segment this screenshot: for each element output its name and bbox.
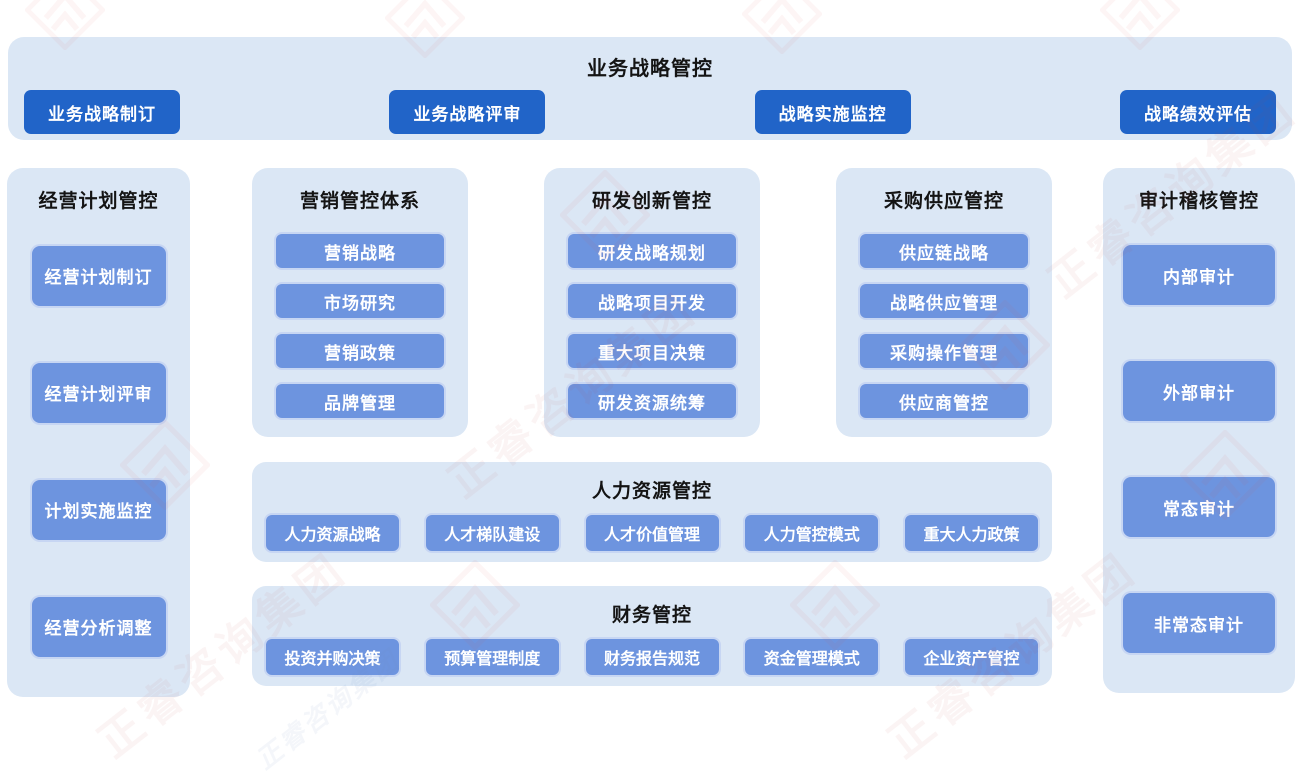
procurement-nodes: 供应链战略 战略供应管理 采购操作管理 供应商管控: [858, 232, 1030, 420]
node-marketing-strategy: 营销战略: [274, 232, 446, 270]
node-hr-control-model: 人力管控模式: [743, 513, 881, 553]
node-major-project-decision: 重大项目决策: [566, 332, 738, 370]
panel-business-strategy-title: 业务战略管控: [587, 58, 713, 80]
hr-nodes: 人力资源战略 人才梯队建设 人才价值管理 人力管控模式 重大人力政策: [252, 513, 1052, 553]
node-rnd-resource-coordination: 研发资源统筹: [566, 382, 738, 420]
node-internal-audit: 内部审计: [1121, 243, 1277, 307]
node-talent-pipeline-building: 人才梯队建设: [423, 513, 561, 553]
panel-marketing: 营销管控体系 营销战略 市场研究 营销政策 品牌管理: [252, 168, 468, 437]
node-procurement-operation-management: 采购操作管理: [858, 332, 1030, 370]
node-plan-implementation-monitoring: 计划实施监控: [29, 477, 168, 542]
node-strategic-project-development: 战略项目开发: [566, 282, 738, 320]
audit-nodes: 内部审计 外部审计 常态审计 非常态审计: [1103, 213, 1295, 693]
panel-finance-title: 财务管控: [611, 605, 692, 626]
node-rnd-strategy-planning: 研发战略规划: [566, 232, 738, 270]
node-enterprise-asset-control: 企业资产管控: [903, 637, 1040, 677]
node-major-hr-policy: 重大人力政策: [903, 513, 1040, 553]
panel-operation-plan: 经营计划管控 经营计划制订 经营计划评审 计划实施监控 经营分析调整: [7, 168, 190, 697]
panel-business-strategy: 业务战略管控 业务战略制订 业务战略评审 战略实施监控 战略绩效评估: [8, 37, 1292, 140]
panel-operation-plan-title: 经营计划管控: [38, 191, 159, 212]
node-financial-reporting-standards: 财务报告规范: [583, 637, 721, 677]
node-talent-value-management: 人才价值管理: [583, 513, 721, 553]
node-strategic-supply-management: 战略供应管理: [858, 282, 1030, 320]
node-capital-management-model: 资金管理模式: [743, 637, 881, 677]
operation-plan-nodes: 经营计划制订 经营计划评审 计划实施监控 经营分析调整: [7, 213, 190, 697]
panel-audit-title: 审计稽核管控: [1138, 191, 1259, 212]
panel-audit: 审计稽核管控 内部审计 外部审计 常态审计 非常态审计: [1103, 168, 1295, 693]
node-market-research: 市场研究: [274, 282, 446, 320]
node-non-routine-audit: 非常态审计: [1121, 591, 1277, 655]
node-budget-management-system: 预算管理制度: [423, 637, 561, 677]
node-external-audit: 外部审计: [1121, 359, 1277, 423]
node-strategy-performance-evaluation: 战略绩效评估: [1119, 90, 1276, 134]
business-strategy-nodes: 业务战略制订 业务战略评审 战略实施监控 战略绩效评估: [8, 90, 1292, 134]
panel-finance: 财务管控 投资并购决策 预算管理制度 财务报告规范 资金管理模式 企业资产管控: [252, 586, 1052, 686]
rnd-nodes: 研发战略规划 战略项目开发 重大项目决策 研发资源统筹: [566, 232, 738, 420]
panel-human-resources: 人力资源管控 人力资源战略 人才梯队建设 人才价值管理 人力管控模式 重大人力政…: [252, 462, 1052, 562]
panel-human-resources-title: 人力资源管控: [591, 481, 712, 502]
node-operation-plan-formulation: 经营计划制订: [29, 243, 168, 308]
panel-procurement-supply: 采购供应管控 供应链战略 战略供应管理 采购操作管理 供应商管控: [836, 168, 1052, 437]
panel-marketing-title: 营销管控体系: [299, 191, 420, 212]
node-routine-audit: 常态审计: [1121, 475, 1277, 539]
node-hr-strategy: 人力资源战略: [264, 513, 401, 553]
diagram-canvas: 业务战略管控 业务战略制订 业务战略评审 战略实施监控 战略绩效评估 经营计划管…: [7, 37, 1295, 776]
gap: [190, 168, 252, 697]
panel-rnd-innovation: 研发创新管控 研发战略规划 战略项目开发 重大项目决策 研发资源统筹: [544, 168, 760, 437]
node-brand-management: 品牌管理: [274, 382, 446, 420]
finance-nodes: 投资并购决策 预算管理制度 财务报告规范 资金管理模式 企业资产管控: [252, 637, 1052, 677]
main-area: 经营计划管控 经营计划制订 经营计划评审 计划实施监控 经营分析调整 营销管控体…: [7, 168, 1295, 697]
node-supplier-control: 供应商管控: [858, 382, 1030, 420]
node-marketing-policy: 营销政策: [274, 332, 446, 370]
panel-rnd-innovation-title: 研发创新管控: [591, 191, 712, 212]
node-strategy-implementation-monitoring: 战略实施监控: [754, 90, 911, 134]
middle-block: 营销管控体系 营销战略 市场研究 营销政策 品牌管理 研发创新管控 研发战略规划…: [252, 168, 1052, 697]
node-operation-plan-review: 经营计划评审: [29, 360, 168, 425]
node-strategy-formulation: 业务战略制订: [24, 90, 180, 134]
middle-top-row: 营销管控体系 营销战略 市场研究 营销政策 品牌管理 研发创新管控 研发战略规划…: [252, 168, 1052, 437]
panel-procurement-supply-title: 采购供应管控: [883, 191, 1004, 212]
marketing-nodes: 营销战略 市场研究 营销政策 品牌管理: [274, 232, 446, 420]
node-strategy-review: 业务战略评审: [389, 90, 546, 134]
node-operation-analysis-adjustment: 经营分析调整: [29, 594, 168, 659]
node-investment-ma-decision: 投资并购决策: [264, 637, 401, 677]
node-supply-chain-strategy: 供应链战略: [858, 232, 1030, 270]
gap: [1052, 168, 1103, 697]
